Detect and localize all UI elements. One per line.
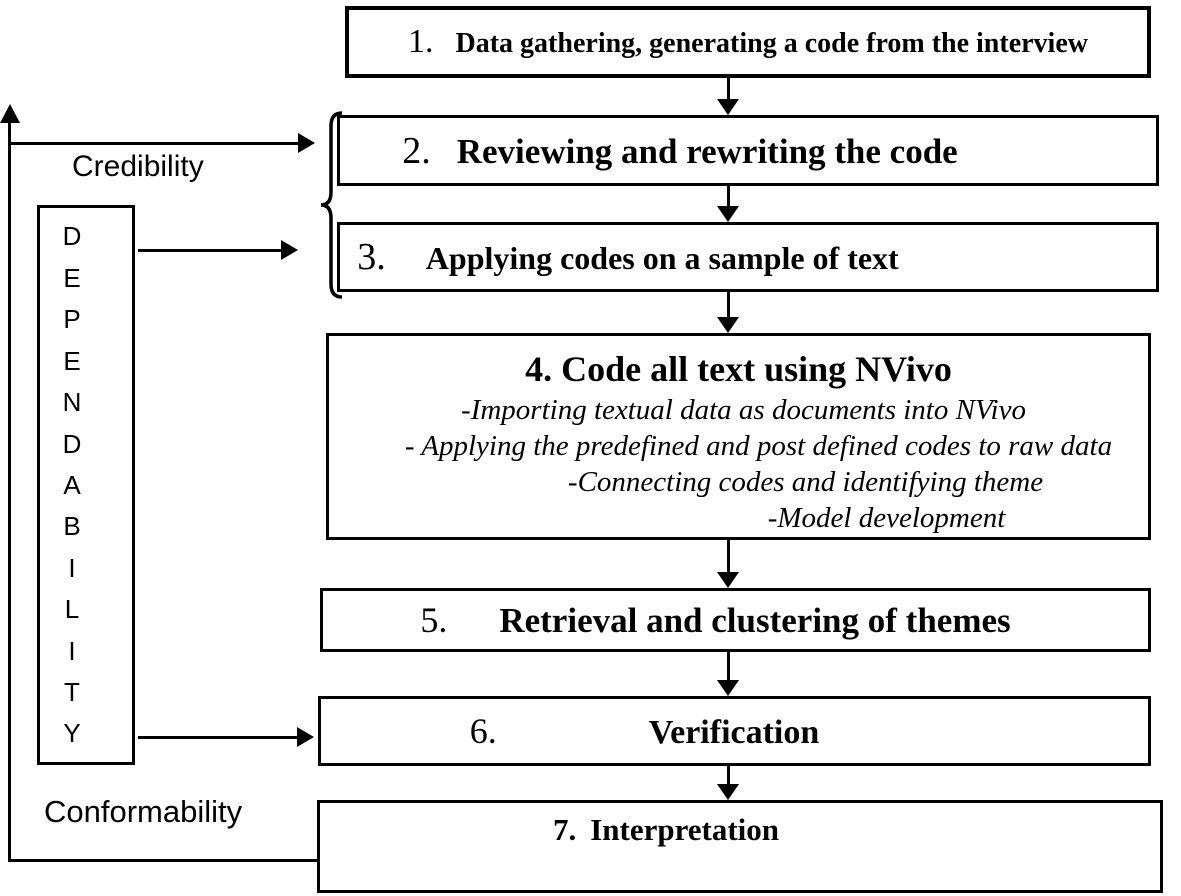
down-arrow-icon xyxy=(717,540,739,588)
arrow-shaft xyxy=(727,540,730,574)
dependability-letter: I xyxy=(68,635,76,666)
dependability-letter: E xyxy=(63,345,81,376)
arrow-shaft xyxy=(727,292,730,319)
arrow-head xyxy=(717,317,739,333)
step-number: 2. xyxy=(402,129,431,172)
step-4-title: 4. Code all text using NVivo xyxy=(329,346,1148,392)
step-number: 3. xyxy=(357,236,386,278)
arrow-head xyxy=(717,572,739,588)
step-box-2: 2. Reviewing and rewriting the code xyxy=(337,115,1159,186)
dependability-right-arrow-icon xyxy=(138,240,298,260)
arrow-shaft xyxy=(727,766,730,786)
down-arrow-icon xyxy=(717,78,739,115)
step-number: 4. xyxy=(525,349,553,389)
arrow-head xyxy=(717,680,739,696)
arrow-shaft xyxy=(10,142,301,145)
confirmability-line xyxy=(8,859,318,862)
conformability-label: Conformability xyxy=(44,794,243,829)
step-label: Retrieval and clustering of themes xyxy=(499,601,1011,640)
dependability-letter: L xyxy=(64,594,80,625)
step-detail-line: -Model development xyxy=(767,502,1006,534)
down-arrow-icon xyxy=(717,292,739,333)
step-label: Interpretation xyxy=(590,812,780,847)
step-box-3: 3. Applying codes on a sample of text xyxy=(337,222,1159,292)
arrow-shaft xyxy=(138,736,300,739)
step-label: Verification xyxy=(648,714,820,751)
step-detail-line: - Applying the predefined and post defin… xyxy=(404,430,1113,462)
arrow-shaft xyxy=(138,249,284,252)
dependability-letter: B xyxy=(63,511,81,542)
arrow-head xyxy=(717,784,739,800)
arrow-head xyxy=(717,99,739,115)
step-detail-line: -Connecting codes and identifying theme xyxy=(567,466,1044,498)
arrow-head xyxy=(281,240,298,260)
step-number: 7. xyxy=(552,812,577,847)
up-arrow-icon xyxy=(0,104,20,123)
dependability-letter: I xyxy=(68,552,76,583)
step-box-1: 1. Data gathering, generating a code fro… xyxy=(345,6,1151,78)
down-arrow-icon xyxy=(717,766,739,800)
dependability-letter: D xyxy=(62,221,82,252)
step-number: 1. xyxy=(408,23,434,60)
dependability-letter: D xyxy=(62,428,82,459)
dependability-letter: A xyxy=(63,469,81,500)
arrow-head xyxy=(298,133,315,153)
feedback-loop-line xyxy=(8,122,11,862)
step-number: 6. xyxy=(469,711,497,751)
dependability-letter: E xyxy=(63,262,81,293)
step-box-7: 7. Interpretation xyxy=(317,800,1163,893)
dependability-letter: P xyxy=(63,304,81,335)
step-box-4: 4. Code all text using NVivo -Importing … xyxy=(326,333,1151,540)
step-box-5: 5. Retrieval and clustering of themes xyxy=(320,588,1151,652)
arrow-head xyxy=(297,727,314,747)
dependability-verification-arrow-icon xyxy=(138,727,314,747)
credibility-label: Credibility xyxy=(72,150,204,183)
arrow-shaft xyxy=(727,652,730,682)
down-arrow-icon xyxy=(717,186,739,222)
step-box-6: 6. Verification xyxy=(318,696,1151,766)
step-label: Code all text using NVivo xyxy=(561,349,952,389)
credibility-right-arrow-icon xyxy=(10,133,315,153)
brace-icon xyxy=(320,111,343,299)
step-label: Data gathering, generating a code from t… xyxy=(455,28,1088,59)
step-label: Applying codes on a sample of text xyxy=(425,240,899,276)
dependability-letter: Y xyxy=(63,718,81,749)
arrow-shaft xyxy=(727,186,730,208)
step-label: Reviewing and rewriting the code xyxy=(456,131,958,171)
down-arrow-icon xyxy=(717,652,739,696)
step-number: 5. xyxy=(420,600,448,640)
dependability-letter: T xyxy=(64,677,80,708)
arrow-shaft xyxy=(727,78,730,101)
arrow-head xyxy=(717,206,739,222)
step-detail-line: -Importing textual data as documents int… xyxy=(461,394,1026,426)
dependability-letter: N xyxy=(62,387,82,418)
